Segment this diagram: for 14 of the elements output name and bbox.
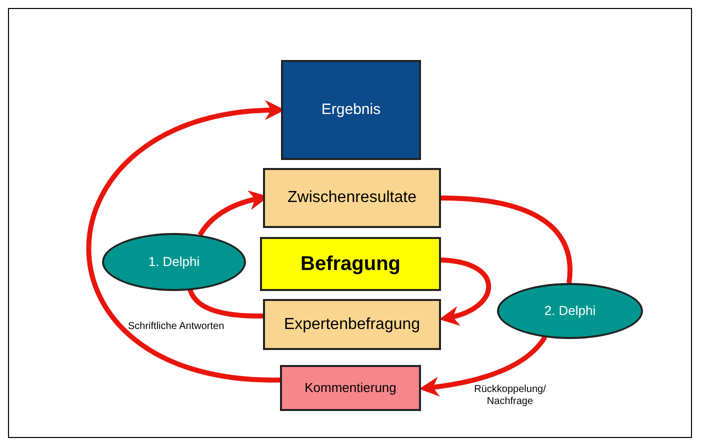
node-label: 1. Delphi <box>148 253 200 272</box>
node-label: Kommentierung <box>304 379 396 398</box>
node-label: Expertenbefragung <box>284 314 420 334</box>
note-text: Schriftliche Antworten <box>128 320 224 334</box>
arrow <box>439 258 492 325</box>
node-label: Ergebnis <box>321 100 381 120</box>
process-box <box>280 365 421 411</box>
process-box <box>260 237 441 291</box>
result-box <box>281 60 421 160</box>
node-label: Befragung <box>300 252 400 277</box>
process-box <box>263 299 441 350</box>
process-box <box>263 168 441 228</box>
node-label: 2. Delphi <box>544 302 596 320</box>
node-label: Zwischenresultate <box>288 188 416 208</box>
